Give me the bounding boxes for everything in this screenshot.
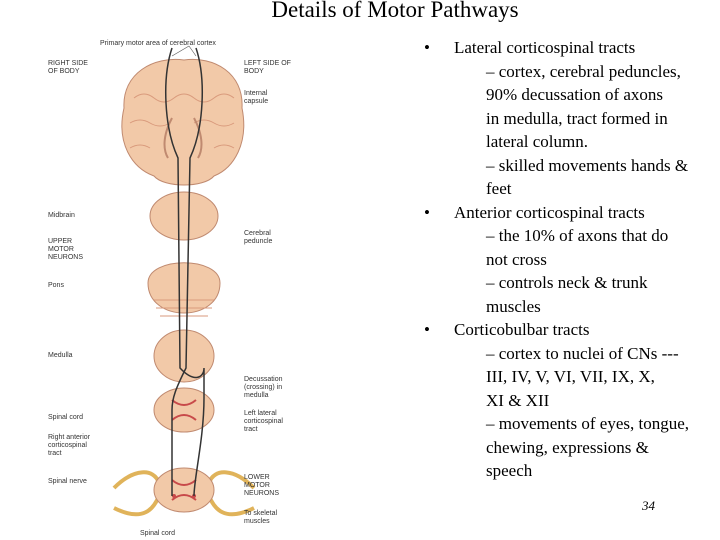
bullet-text: Corticobulbar tracts [454,320,590,339]
sub-bullet-line: not cross [486,249,547,269]
sub-bullet-line: – cortex to nuclei of CNs --- [486,343,679,363]
sub-bullet: – cortex, cerebral peduncles, 90% decuss… [420,60,720,154]
sub-bullet-line: – skilled movements hands & [486,155,689,175]
label-lower-motor-neurons: LOWER MOTOR NEURONS [244,474,280,497]
bullet-item: • Anterior corticospinal tracts [420,201,720,225]
label-midbrain: Midbrain [48,212,75,219]
label-pons: Pons [48,282,64,289]
pointer-lines [171,45,197,57]
bullet-text: Anterior corticospinal tracts [454,202,645,222]
sub-bullet-line: muscles [486,296,541,316]
sub-bullet-line: speech [486,461,533,480]
label-primary-motor-area: Primary motor area of cerebral cortex [100,40,216,47]
medulla-section [153,329,215,383]
sub-bullet: – controls neck & trunk muscles [420,271,720,318]
label-spinal-cord-upper: Spinal cord [48,414,84,421]
midbrain-section [149,191,219,241]
label-decussation: Decussation (crossing) in medulla [244,376,283,399]
sub-bullet-line: – controls neck & trunk [486,273,648,292]
spinal-cord-upper [153,387,215,433]
tract-line-left [165,47,205,497]
sub-bullet-line: lateral column. [486,132,588,151]
sub-bullet-line: – the 10% of axons that do [486,226,669,245]
sub-bullet: – movements of eyes, tongue, chewing, ex… [420,412,720,483]
bullet-item: • Corticobulbar tracts [420,318,720,342]
label-medulla: Medulla [48,352,73,359]
bullet-item: • Lateral corticospinal tracts [420,36,720,60]
label-upper-motor-neurons: UPPER MOTOR NEURONS [48,238,84,261]
label-cerebral-peduncle: Cerebral peduncle [244,230,273,245]
bullet-list: • Lateral corticospinal tracts – cortex, … [420,36,720,483]
label-anterior-corticospinal: Right anterior corticospinal tract [48,434,91,457]
label-to-skeletal-muscles: To skeletal muscles [244,510,278,525]
sub-bullet-line: III, IV, V, VI, VII, IX, X, [486,367,655,386]
sub-bullet: – cortex to nuclei of CNs --- III, IV, V… [420,342,720,413]
sub-bullet: – skilled movements hands & feet [420,154,720,201]
sub-bullet-line: feet [486,179,512,198]
page-number: 34 [642,498,655,513]
label-internal-capsule: Internal capsule [244,90,269,105]
sub-bullet: – the 10% of axons that do not cross [420,224,720,271]
bullet-dot: • [424,320,430,339]
sub-bullet-line: in medulla, tract formed in [486,108,668,128]
sub-bullet-line: 90% decussation of axons [486,85,664,104]
tract-line-right [171,47,203,496]
sub-bullet-line: – movements of eyes, tongue, [486,414,690,433]
bullet-dot: • [424,202,430,222]
sub-bullet-line: chewing, expressions & [486,437,649,457]
label-right-side: RIGHT SIDE OF BODY [48,60,88,75]
spinal-cord-lower [112,467,256,517]
motor-pathway-illustration [112,45,256,517]
label-spinal-nerve: Spinal nerve [48,478,87,485]
sub-bullet-line: XI & XII [486,390,550,410]
label-spinal-cord-lower: Spinal cord [140,530,176,537]
label-lateral-corticospinal: Left lateral corticospinal tract [244,410,283,433]
bullet-dot: • [424,38,430,57]
pons-section [147,262,221,314]
slide-title: Details of Motor Pathways [271,0,519,22]
motor-pathway-figure: Primary motor area of cerebral cortex RI… [44,38,294,538]
brain-section [121,58,245,186]
label-left-side: LEFT SIDE OF BODY [244,60,291,75]
bullet-text: Lateral corticospinal tracts [454,38,636,57]
sub-bullet-line: – cortex, cerebral peduncles, [486,61,681,81]
